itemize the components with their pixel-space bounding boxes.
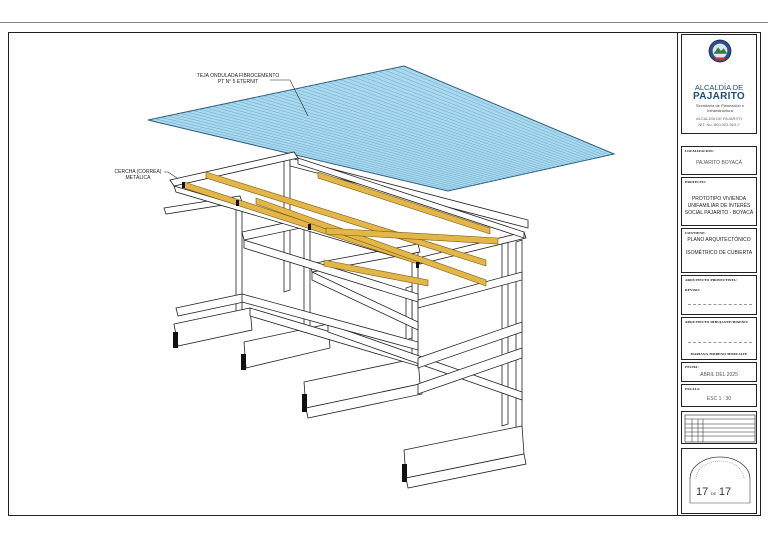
drafter-signature-line xyxy=(688,342,752,343)
roof-corrugation-line xyxy=(154,118,453,191)
scale-label: ESCALA: xyxy=(685,387,701,391)
roof-corrugation-line xyxy=(263,95,523,175)
drawing-area xyxy=(8,32,678,516)
drafter-name: MARIANA MORENO MORCALVE xyxy=(690,352,748,356)
roof-callout-line1: TEJA ONDULADA FIBROCEMENTO xyxy=(197,73,280,79)
sheet-of: DE xyxy=(710,491,717,496)
roof-corrugation-line xyxy=(179,113,469,187)
sheet-current: 17 xyxy=(696,486,709,498)
roof-corrugation-line xyxy=(307,86,552,169)
roof-corrugation-line xyxy=(397,67,610,156)
roof-corrugation-line xyxy=(282,91,536,172)
roof-corrugation-line xyxy=(295,88,544,170)
org-line1: ALCALDÍA DE xyxy=(694,83,744,92)
date-value: ABRIL DEL 2025 xyxy=(700,372,738,378)
scale-cell: ESCALA: ESC 1 : 30 xyxy=(681,384,757,407)
structure-frame xyxy=(163,151,529,489)
project-label: PROYECTO: xyxy=(685,180,707,184)
project-value-line2: UNIFAMILIAR DE INTERÉS xyxy=(687,203,751,209)
revisions-table xyxy=(681,411,757,444)
roof-corrugation-line xyxy=(365,73,590,160)
truss-callout-line2: METÁLICA xyxy=(125,174,151,181)
roof-corrugation-line xyxy=(314,84,556,168)
sheet-number: 17 DE 17 xyxy=(696,486,731,498)
roof-sheet xyxy=(147,65,616,192)
location-value: PAJARITO BOYACÁ xyxy=(696,160,742,166)
content-label: CONTIENE: xyxy=(685,231,706,235)
roof-corrugation-line xyxy=(371,72,594,159)
roof-corrugation-line xyxy=(391,68,606,157)
roof-corrugation-line xyxy=(346,77,577,163)
revisions-grid xyxy=(684,414,756,443)
sheet-total: 17 xyxy=(718,486,732,498)
org-line4: ALCALDÍA DE PAJARITO xyxy=(695,116,743,121)
drafter-label: ARQUITECTO DIBUJANTE/DISEÑO: xyxy=(685,320,749,324)
roof-corrugation-line xyxy=(231,102,503,180)
roof-corrugation-line xyxy=(250,98,515,177)
architect-label: ARQUITECTO PROYECTISTA: xyxy=(685,278,738,282)
roof-corrugation-line xyxy=(384,69,602,158)
location-label: LOCALIZACIÓN: xyxy=(685,149,714,153)
org-line2: PAJARITO xyxy=(692,91,746,102)
content-cell: CONTIENE: PLANO ARQUITECTÓNICO ISOMÉTRIC… xyxy=(681,228,757,273)
truss-callout-line1: CERCHA (CORREA) xyxy=(115,169,162,175)
roof-corrugation-line xyxy=(243,99,511,178)
roof-callout: TEJA ONDULADA FIBROCEMENTO PT N° 5 ETERN… xyxy=(197,73,309,117)
date-cell: FECHA: ABRIL DEL 2025 xyxy=(681,362,757,382)
drafter-cell: ARQUITECTO DIBUJANTE/DISEÑO: MARIANA MOR… xyxy=(681,317,757,360)
roof-corrugation-line xyxy=(205,107,486,183)
architect-signature-line xyxy=(688,304,752,305)
org-line3: Secretaría de Planeación e Infraestructu… xyxy=(695,103,745,113)
content-value-line1: PLANO ARQUITECTÓNICO xyxy=(687,237,751,243)
roof-corrugation-line xyxy=(256,96,519,176)
roof-corrugation-line xyxy=(199,108,482,184)
scale-value: ESC 1 : 30 xyxy=(706,396,732,402)
roof-corrugation-line xyxy=(167,115,461,189)
roof-corrugation-line xyxy=(327,81,565,166)
location-cell: LOCALIZACIÓN: PAJARITO BOYACÁ xyxy=(681,146,757,175)
project-value-line3: SOCIAL PAJARITO - BOYACÁ xyxy=(684,210,754,216)
roof-corrugation-line xyxy=(301,87,548,170)
municipality-seal-icon xyxy=(708,39,732,63)
top-border-line xyxy=(0,22,768,23)
content-value-line2: ISOMÉTRICO DE CUBIERTA xyxy=(685,250,753,256)
logo-cell: ALCALDÍA DE PAJARITO Secretaría de Plane… xyxy=(681,34,757,134)
roof-corrugation-line xyxy=(352,76,581,162)
drawing-sheet xyxy=(8,32,761,516)
roof-corrugation-line xyxy=(288,90,540,171)
roof-corrugation-line xyxy=(378,71,598,158)
roof-corrugation-line xyxy=(160,117,457,190)
roof-corrugation-line xyxy=(224,103,498,181)
roof-corrugation-line xyxy=(269,94,527,174)
sheet-number-cell: 17 DE 17 xyxy=(681,448,757,514)
metal-purlins xyxy=(183,171,499,287)
roof-corrugation-line xyxy=(192,110,478,185)
project-value-line1: PROTOTIPO VIVIENDA xyxy=(691,196,747,202)
title-block: ALCALDÍA DE PAJARITO Secretaría de Plane… xyxy=(678,32,761,516)
project-cell: PROYECTO: PROTOTIPO VIVIENDA UNIFAMILIAR… xyxy=(681,177,757,226)
reviewer-label: REVISÓ: xyxy=(685,288,701,292)
roof-corrugation-line xyxy=(218,104,494,182)
architect-cell: ARQUITECTO PROYECTISTA: REVISÓ: xyxy=(681,275,757,315)
date-label: FECHA: xyxy=(685,365,699,369)
sheet-number-frame xyxy=(689,456,751,504)
roof-corrugation-line xyxy=(359,75,586,161)
org-line5: NIT. No. 800.003.563-7 xyxy=(698,122,740,127)
roof-corrugation-line xyxy=(339,79,573,164)
roof-corrugation-line xyxy=(275,92,532,173)
roof-corrugation-line xyxy=(237,100,507,179)
roof-corrugation-line xyxy=(211,106,490,182)
footing-ends xyxy=(173,332,407,482)
roof-corrugation-line xyxy=(320,83,561,167)
roof-corrugation-line xyxy=(333,80,569,165)
roof-callout-line2: PT N° 5 ETERNIT xyxy=(218,79,258,85)
isometric-roof-drawing: TEJA ONDULADA FIBROCEMENTO PT N° 5 ETERN… xyxy=(115,65,616,489)
roof-corrugation-line xyxy=(173,114,465,188)
purlin-ends xyxy=(182,182,419,268)
roof-corrugation-line xyxy=(186,111,473,186)
